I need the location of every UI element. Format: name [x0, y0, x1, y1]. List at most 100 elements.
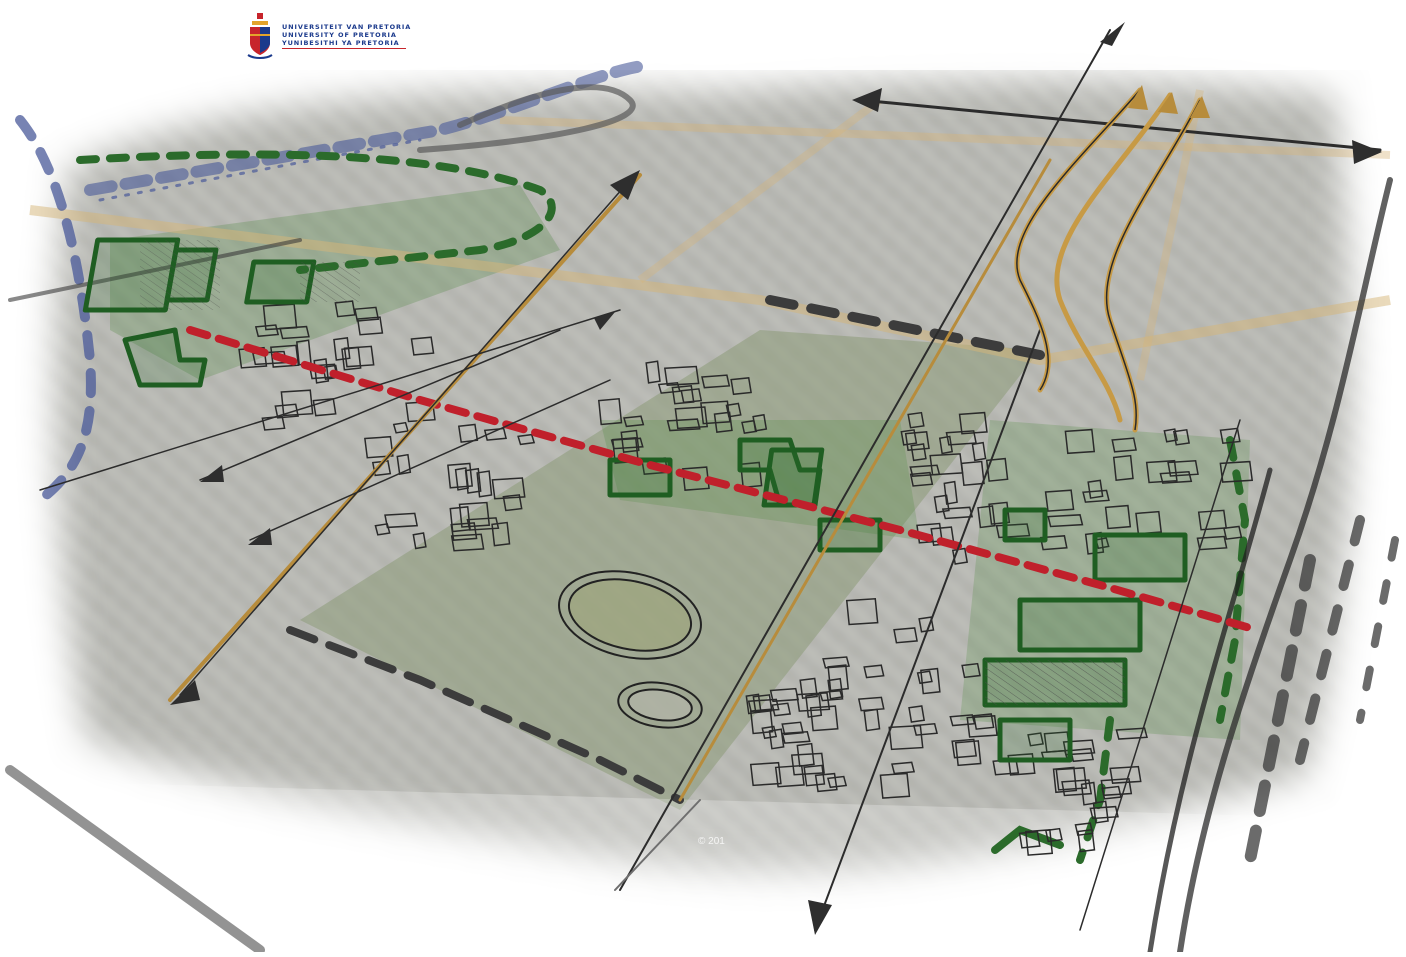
building-outline	[1104, 504, 1132, 530]
building-outline	[918, 616, 935, 633]
building-outline	[774, 764, 805, 788]
building-outline	[799, 677, 818, 700]
building-outline	[663, 365, 700, 386]
building-outline	[1089, 805, 1119, 820]
building-outline	[464, 467, 482, 494]
building-outline	[945, 430, 977, 446]
building-outline	[623, 415, 645, 428]
building-outline	[803, 764, 826, 787]
building-outline	[374, 523, 391, 536]
building-outline	[1069, 747, 1095, 763]
building-outline	[954, 740, 982, 767]
hatched-block	[140, 240, 1125, 705]
logo-line-english: UNIVERSITY OF PRETORIA	[282, 31, 397, 39]
building-outline	[827, 677, 844, 700]
building-outline	[1159, 471, 1193, 484]
building-outline	[680, 388, 703, 404]
building-outline	[741, 419, 758, 434]
arrow-e2-icon	[594, 312, 615, 330]
building-outline	[458, 501, 491, 528]
photo-watermark: © 201	[698, 836, 725, 847]
building-outline	[1197, 509, 1228, 531]
building-outline	[972, 713, 995, 730]
building-outline	[1087, 479, 1104, 499]
arrow-east-icon	[1352, 140, 1382, 164]
building-outline	[900, 429, 918, 446]
building-outline	[845, 597, 879, 626]
building-outline	[988, 501, 1011, 525]
building-outline	[364, 435, 394, 459]
building-outline	[1135, 510, 1163, 535]
building-outline	[356, 316, 384, 336]
building-outline	[620, 429, 640, 454]
building-outline	[666, 418, 701, 432]
building-outline	[279, 325, 310, 340]
building-outline	[597, 397, 623, 426]
building-outline	[995, 523, 1031, 539]
building-outline	[1039, 535, 1068, 551]
building-outline	[681, 466, 710, 491]
building-outline	[943, 480, 958, 505]
building-outline	[909, 471, 934, 487]
building-outline	[941, 506, 974, 520]
building-outline	[1027, 732, 1044, 747]
building-outline	[312, 398, 337, 417]
building-outline	[977, 505, 996, 529]
red-axis	[186, 326, 1254, 632]
building-outline	[333, 337, 351, 361]
building-outline	[1092, 800, 1109, 824]
building-outline	[1018, 830, 1041, 849]
arrow-sw-icon	[170, 680, 200, 705]
building-outline	[805, 693, 823, 718]
building-outline	[1047, 514, 1084, 528]
building-outline	[745, 693, 762, 715]
building-outline	[701, 374, 731, 389]
building-outline	[674, 406, 709, 430]
building-outline	[912, 722, 938, 736]
arrow-west-icon	[852, 88, 882, 112]
arrow-w2-icon	[200, 465, 224, 482]
building-outline	[517, 433, 536, 446]
building-outline	[254, 324, 280, 338]
logo-rule	[282, 48, 406, 49]
building-outline	[457, 423, 479, 443]
building-outline	[354, 306, 380, 322]
building-outline	[827, 664, 850, 692]
building-outline	[1219, 427, 1241, 445]
arrow-ne-icon	[610, 170, 640, 200]
building-outline	[483, 427, 508, 441]
building-outline	[1082, 489, 1110, 503]
building-outline	[1007, 753, 1036, 776]
building-outline	[1052, 766, 1078, 794]
building-outline	[749, 708, 774, 735]
building-outline	[1112, 454, 1134, 482]
building-outline	[1145, 459, 1178, 484]
building-outline	[1044, 827, 1063, 843]
building-outline	[1163, 428, 1179, 443]
arrow-south-icon	[808, 900, 832, 935]
building-outline	[1100, 778, 1133, 797]
building-outline	[270, 344, 300, 368]
building-outline	[449, 506, 471, 533]
building-outline	[879, 772, 911, 799]
university-logo: UNIVERSITEIT VAN PRETORIA UNIVERSITY OF …	[246, 12, 411, 60]
buildings	[238, 300, 1254, 856]
building-outline	[857, 696, 885, 712]
building-outline	[343, 345, 375, 368]
building-outline	[891, 761, 916, 775]
building-outline	[761, 725, 778, 740]
blue-corridor	[8, 59, 656, 505]
building-outline	[1223, 525, 1243, 540]
foreground-roads	[5, 765, 701, 955]
building-outline	[749, 761, 782, 787]
building-outline	[450, 522, 478, 541]
building-outline	[730, 377, 752, 396]
building-outline	[491, 521, 511, 547]
building-outline	[966, 715, 998, 738]
building-outline	[958, 411, 988, 435]
building-outline	[781, 730, 811, 744]
building-outline	[949, 714, 976, 727]
building-outline	[796, 742, 815, 767]
building-outline	[1044, 489, 1075, 512]
